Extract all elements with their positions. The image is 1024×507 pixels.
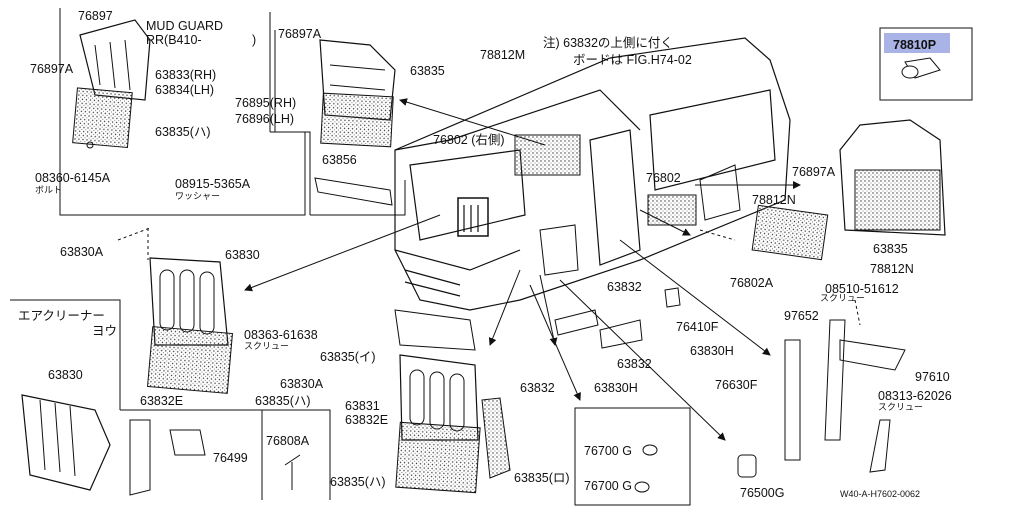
- part-label: 78812M: [480, 48, 525, 62]
- part-label: 63834(LH): [155, 83, 214, 97]
- part-label: 76802A: [730, 276, 774, 290]
- part-label: 08360-6145A: [35, 171, 111, 185]
- part-label: 08915-5365A: [175, 177, 251, 191]
- note-line1: 注) 63832の上側に付く: [543, 35, 673, 50]
- highlight-part-box: [879, 27, 973, 101]
- mud-guard-title-bracket: ): [252, 33, 256, 47]
- part-label: 76700 G: [584, 444, 632, 458]
- part-label-note: スクリュー: [244, 341, 289, 351]
- part-label: 63832: [617, 357, 652, 371]
- part-label: 76897A: [30, 62, 74, 76]
- part-label: 63835(ロ): [514, 471, 570, 485]
- part-label: 76802 (右側): [433, 132, 505, 147]
- part-label: 76500G: [740, 486, 784, 500]
- part-label: 76499: [213, 451, 248, 465]
- part-label: 63832E: [345, 413, 388, 427]
- mud-guard-title-line1: MUD GUARD: [146, 19, 223, 33]
- small-parts-art: [634, 287, 906, 493]
- part-label: 76630F: [715, 378, 758, 392]
- highlight-background: [884, 33, 950, 53]
- part-label: 63830: [48, 368, 83, 382]
- part-label: 63830A: [60, 245, 104, 259]
- part-label: 63832E: [140, 394, 183, 408]
- part-label: 63835(ハ): [330, 475, 386, 489]
- air-cleaner-frame: [10, 299, 121, 410]
- part-label: 76896(LH): [235, 112, 294, 126]
- top-middle-frame-bottom: [310, 180, 406, 216]
- part-label: 76895(RH): [235, 96, 296, 110]
- part-label: 63830H: [594, 381, 638, 395]
- part-label: 63831: [345, 399, 380, 413]
- side-vent-grille: [647, 194, 697, 226]
- bottom-box-art: [129, 419, 301, 496]
- part-label: 63832: [607, 280, 642, 294]
- part-label: 76808A: [266, 434, 310, 448]
- air-cleaner-label-line1: エアクリーナー: [18, 309, 105, 323]
- air-cleaner-label-line2: ヨウ: [92, 324, 117, 338]
- top-middle-labels: 76897A 78812M 63835 63856: [278, 27, 525, 167]
- part-label: 63830: [225, 248, 260, 262]
- figure-code: W40-A-H7602-0062: [840, 489, 920, 499]
- air-cleaner-art: [21, 394, 111, 491]
- part-label: 63832: [520, 381, 555, 395]
- top-left-labels: MUD GUARD RR(B410- ) 76897 76897A 63833(…: [30, 9, 296, 201]
- part-label: 76897A: [792, 165, 836, 179]
- misc-labels: 76410F 76630F 97652 97610 08313-62026 スク…: [584, 309, 952, 500]
- part-label: 63835(イ): [320, 350, 376, 364]
- part-label-note: スクリュー: [878, 402, 923, 412]
- part-label: 78812N: [870, 262, 914, 276]
- part-label: 08363-61638: [244, 328, 318, 342]
- part-label: 63835: [873, 242, 908, 256]
- frame-lines: [10, 8, 973, 506]
- top-middle-frame-left: [274, 30, 311, 215]
- part-label-note: ボルト: [35, 185, 62, 195]
- left-group-art: [146, 257, 234, 394]
- part-label: 76897: [78, 9, 113, 23]
- bottom-box-frame: [120, 409, 331, 500]
- highlight-part-art: [901, 57, 941, 79]
- part-label-note: ワッシャー: [175, 191, 220, 201]
- part-label: 76802: [646, 171, 681, 185]
- top-middle-parts-art: [314, 39, 396, 206]
- part-label: 63833(RH): [155, 68, 216, 82]
- part-label: 63835: [410, 64, 445, 78]
- note-labels: 注) 63832の上側に付く ボードは FIG.H74-02: [543, 35, 692, 67]
- part-label: 08510-51612: [825, 282, 899, 296]
- part-label: 63835(ハ): [155, 125, 211, 139]
- part-label: 63856: [322, 153, 357, 167]
- right-group-art: [699, 119, 946, 261]
- dashed-leaders: [117, 227, 861, 326]
- leader-lines: [244, 98, 801, 441]
- roof-vent-grille: [514, 134, 581, 176]
- part-label: 76897A: [278, 27, 322, 41]
- van-body: [394, 37, 791, 311]
- part-label: 63835(ハ): [255, 394, 311, 408]
- top-left-parts-art: [72, 19, 151, 149]
- center-group-art: [394, 224, 643, 494]
- part-label: 63830A: [280, 377, 324, 391]
- part-label: 78812N: [752, 193, 796, 207]
- part-label: 97610: [915, 370, 950, 384]
- highlight-label: 78810P: [884, 33, 950, 53]
- grommet-box: [574, 407, 691, 506]
- part-label: 63830H: [690, 344, 734, 358]
- part-label: 76410F: [676, 320, 719, 334]
- part-label-note: スクリュー: [820, 293, 865, 303]
- bottom-box-labels: 76499 76808A: [213, 434, 310, 465]
- van-labels: 76802 (右側) 76802: [433, 132, 681, 185]
- part-label: 76700 G: [584, 479, 632, 493]
- part-label: 97652: [784, 309, 819, 323]
- left-group-labels: 63830A 63830 63832E 63835(ハ): [60, 245, 311, 408]
- air-cleaner-labels: エアクリーナー ヨウ 63830: [18, 309, 117, 382]
- mud-guard-title-line2: RR(B410-: [146, 33, 202, 47]
- right-group-labels: 76897A 78812N 76802A 63835 78812N 08510-…: [730, 165, 914, 303]
- highlight-part-number: 78810P: [893, 38, 936, 52]
- center-group-labels: 08363-61638 スクリュー 63835(イ) 63830A 63831 …: [244, 280, 734, 489]
- part-label: 08313-62026: [878, 389, 952, 403]
- note-line2: ボードは FIG.H74-02: [573, 53, 692, 67]
